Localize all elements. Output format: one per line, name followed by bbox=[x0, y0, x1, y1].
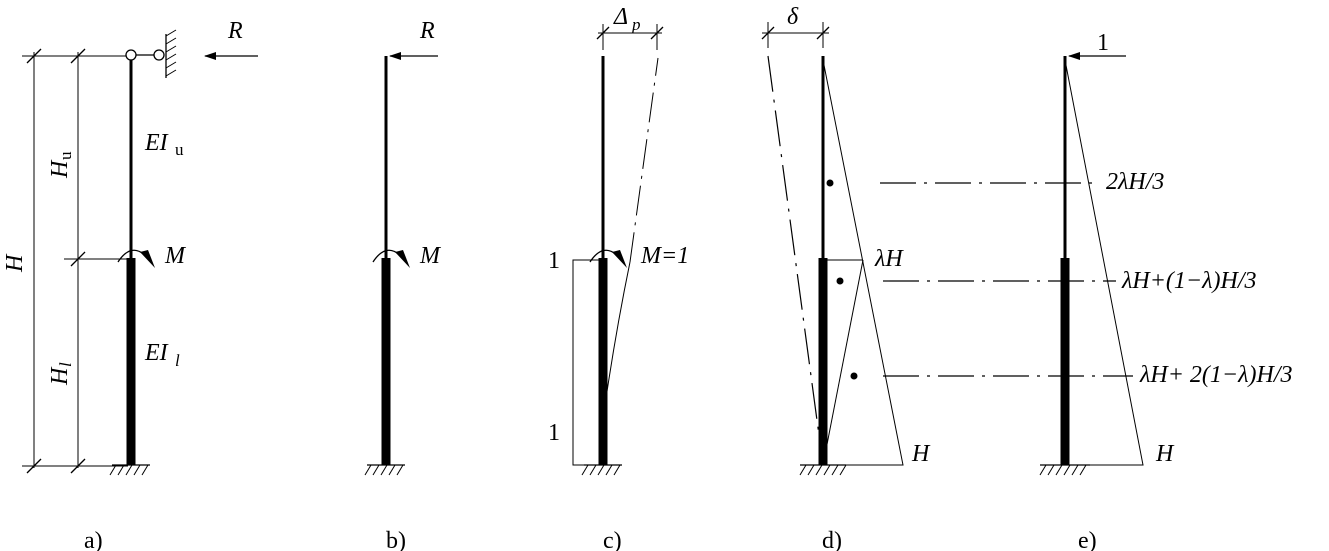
unit-force-label: 1 bbox=[1097, 30, 1109, 56]
caption-b: b) bbox=[386, 528, 406, 551]
moment-arrowhead bbox=[395, 250, 410, 268]
base-hatch bbox=[799, 464, 847, 476]
ordinate-label-3: λH+ 2(1−λ)H/3 bbox=[1139, 362, 1293, 388]
base-hatch bbox=[109, 464, 149, 476]
H-label: H bbox=[2, 253, 28, 273]
deflection-curve-dashed bbox=[629, 57, 659, 263]
caption-a: a) bbox=[84, 528, 103, 551]
moment-arrowhead bbox=[612, 250, 627, 268]
unit-moment-triangle bbox=[1064, 59, 1144, 466]
wall-hatch bbox=[165, 29, 177, 77]
pin-joint bbox=[153, 49, 165, 61]
Hl-label: H l bbox=[47, 362, 75, 386]
moment-value-bottom: 1 bbox=[548, 420, 560, 446]
base-hatch bbox=[1039, 464, 1087, 476]
pin-joint bbox=[125, 49, 137, 61]
delta-p-label: Δ bbox=[613, 4, 628, 30]
centroid-dot bbox=[836, 277, 844, 285]
EIu-label: EI bbox=[144, 130, 169, 156]
deflection-line bbox=[767, 55, 824, 466]
tick bbox=[70, 48, 86, 64]
panel-d: δ λH H d) bbox=[761, 4, 931, 551]
Hu-main: H bbox=[47, 159, 73, 179]
ordinate-label-1: 2λH/3 bbox=[1106, 169, 1164, 195]
tick bbox=[70, 458, 86, 474]
caption-d: d) bbox=[822, 528, 842, 551]
panel-e: 1 2λH/3 λH+(1−λ)H/3 λH+ 2(1−λ)H/3 H e) bbox=[1039, 30, 1293, 551]
ordinate-label-2: λH+(1−λ)H/3 bbox=[1121, 268, 1257, 294]
EIl-sub: l bbox=[175, 351, 180, 370]
Hu-label: H u bbox=[47, 151, 75, 179]
delta-label: δ bbox=[787, 4, 799, 30]
H-label: H bbox=[911, 441, 931, 467]
unit-moment-label: M=1 bbox=[640, 243, 689, 269]
panel-b: R M b) bbox=[364, 18, 442, 551]
tick bbox=[26, 458, 42, 474]
lambdaH-label: λH bbox=[874, 246, 904, 272]
panel-c: Δ p M=1 1 1 c) bbox=[548, 4, 689, 551]
deflection-curve-solid bbox=[604, 261, 631, 406]
tick bbox=[26, 48, 42, 64]
panel-a: R M H H u H l EI u EI l a) bbox=[2, 18, 258, 551]
tick bbox=[761, 26, 775, 40]
force-label: R bbox=[419, 18, 435, 44]
moment-diagonal bbox=[822, 259, 864, 466]
base-hatch bbox=[364, 464, 404, 476]
base-hatch bbox=[581, 464, 621, 476]
delta-p-sub: p bbox=[631, 15, 641, 34]
moment-label: M bbox=[164, 243, 187, 269]
force-label: R bbox=[227, 18, 243, 44]
EIl-label: EI bbox=[144, 340, 169, 366]
caption-c: c) bbox=[603, 528, 622, 551]
H-label: H bbox=[1155, 441, 1175, 467]
tick bbox=[596, 26, 610, 40]
tick bbox=[70, 251, 86, 267]
moment-value-top: 1 bbox=[548, 248, 560, 274]
Hl-main: H bbox=[47, 366, 73, 386]
EIu-sub: u bbox=[175, 140, 184, 159]
centroid-dot bbox=[850, 372, 858, 380]
Hl-sub: l bbox=[56, 362, 75, 367]
moment-label: M bbox=[419, 243, 442, 269]
centroid-dot bbox=[826, 179, 834, 187]
tick bbox=[650, 26, 664, 40]
moment-arrowhead bbox=[140, 250, 155, 268]
Hu-sub: u bbox=[56, 151, 75, 160]
caption-e: e) bbox=[1078, 528, 1097, 551]
projection-lines bbox=[880, 182, 1133, 377]
tick bbox=[816, 26, 830, 40]
